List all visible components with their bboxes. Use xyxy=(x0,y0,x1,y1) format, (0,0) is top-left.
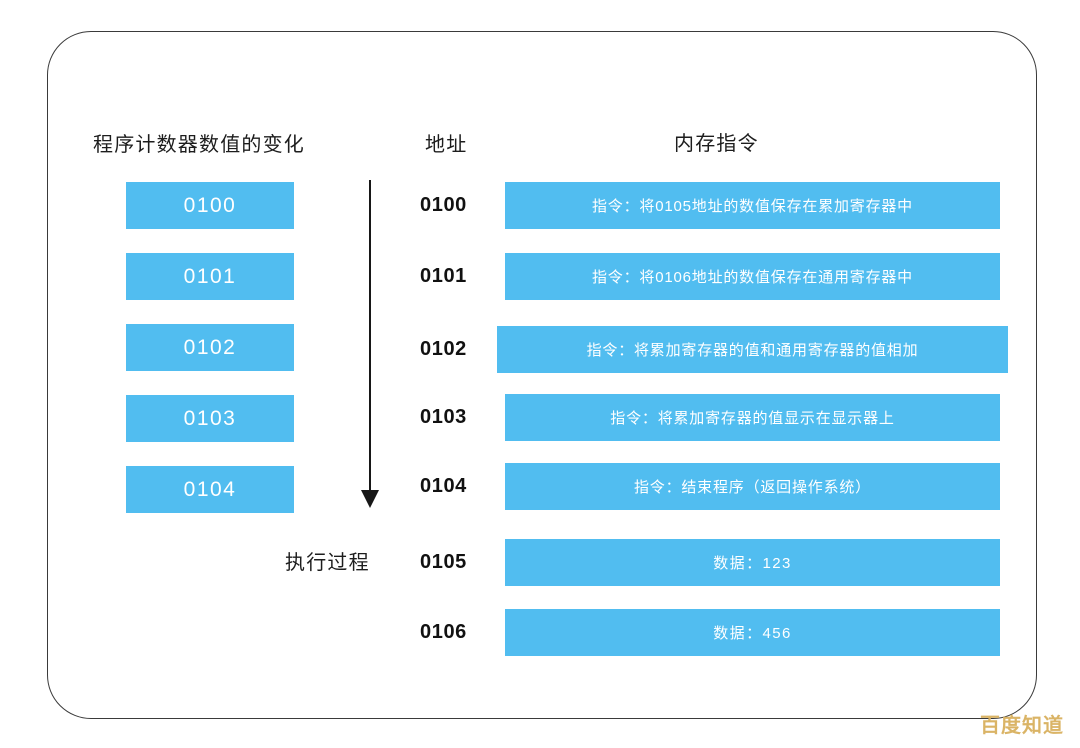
memory-instruction-bar: 指令：将0106地址的数值保存在通用寄存器中 xyxy=(505,253,1000,300)
program-counter-chip: 0104 xyxy=(126,466,294,513)
memory-row: 0105 数据：123 xyxy=(420,539,1000,586)
memory-address: 0105 xyxy=(420,551,467,573)
memory-instruction-bar: 指令：将累加寄存器的值显示在显示器上 xyxy=(505,394,1000,441)
memory-address: 0104 xyxy=(420,475,467,497)
memory-address: 0100 xyxy=(420,194,467,216)
program-counter-column-heading: 程序计数器数值的变化 xyxy=(93,134,305,156)
memory-instruction-bar: 指令：将0105地址的数值保存在累加寄存器中 xyxy=(505,182,1000,229)
memory-address: 0102 xyxy=(420,338,467,360)
memory-data-bar: 数据：123 xyxy=(505,539,1000,586)
memory-address: 0101 xyxy=(420,265,467,287)
address-column-heading: 地址 xyxy=(425,134,468,156)
memory-row: 0104 指令：结束程序（返回操作系统） xyxy=(420,463,1000,510)
memory-instruction-bar: 指令：将累加寄存器的值和通用寄存器的值相加 xyxy=(497,326,1008,373)
program-counter-chip: 0101 xyxy=(126,253,294,300)
memory-instruction-column-heading: 内存指令 xyxy=(674,133,759,155)
memory-row: 0103 指令：将累加寄存器的值显示在显示器上 xyxy=(420,394,1000,441)
memory-row: 0102 指令：将累加寄存器的值和通用寄存器的值相加 xyxy=(420,326,1008,373)
memory-data-bar: 数据：456 xyxy=(505,609,1000,656)
diagram-outer-frame xyxy=(47,31,1037,719)
program-counter-chip: 0103 xyxy=(126,395,294,442)
watermark: 百度知道 xyxy=(980,715,1064,737)
memory-row: 0106 数据：456 xyxy=(420,609,1000,656)
memory-row: 0100 指令：将0105地址的数值保存在累加寄存器中 xyxy=(420,182,1000,229)
execution-process-label: 执行过程 xyxy=(285,552,370,574)
memory-row: 0101 指令：将0106地址的数值保存在通用寄存器中 xyxy=(420,253,1000,300)
memory-address: 0103 xyxy=(420,406,467,428)
execution-arrow-shaft xyxy=(369,180,372,494)
memory-address: 0106 xyxy=(420,621,467,643)
memory-instruction-bar: 指令：结束程序（返回操作系统） xyxy=(505,463,1000,510)
execution-arrow-head xyxy=(361,490,379,508)
program-counter-chip: 0100 xyxy=(126,182,294,229)
program-counter-chip: 0102 xyxy=(126,324,294,371)
